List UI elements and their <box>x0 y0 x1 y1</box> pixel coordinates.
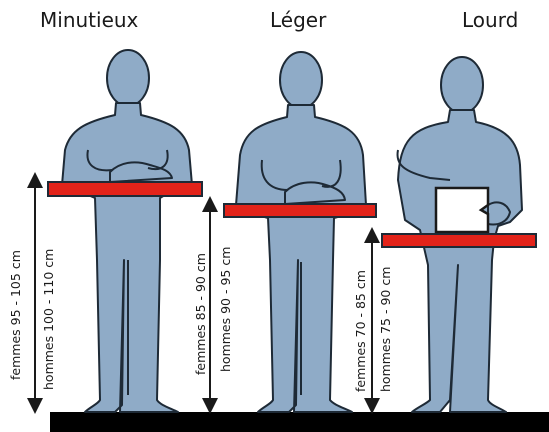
range-women-leger: femmes 85 - 90 cm <box>193 253 208 375</box>
worktop-minutieux <box>48 182 202 196</box>
worktop-lourd <box>382 234 536 247</box>
range-men-leger: hommes 90 - 95 cm <box>218 247 233 372</box>
floor-bar <box>50 412 549 432</box>
figure-leger <box>236 52 366 412</box>
range-women-lourd: femmes 70 - 85 cm <box>353 270 368 392</box>
box-lourd <box>436 188 488 232</box>
figure-minutieux <box>62 50 192 412</box>
range-men-lourd: hommes 75 - 90 cm <box>378 267 393 392</box>
range-men-minutieux: hommes 100 - 110 cm <box>41 249 56 390</box>
worktop-leger <box>224 204 376 217</box>
range-women-minutieux: femmes 95 - 105 cm <box>8 250 23 380</box>
